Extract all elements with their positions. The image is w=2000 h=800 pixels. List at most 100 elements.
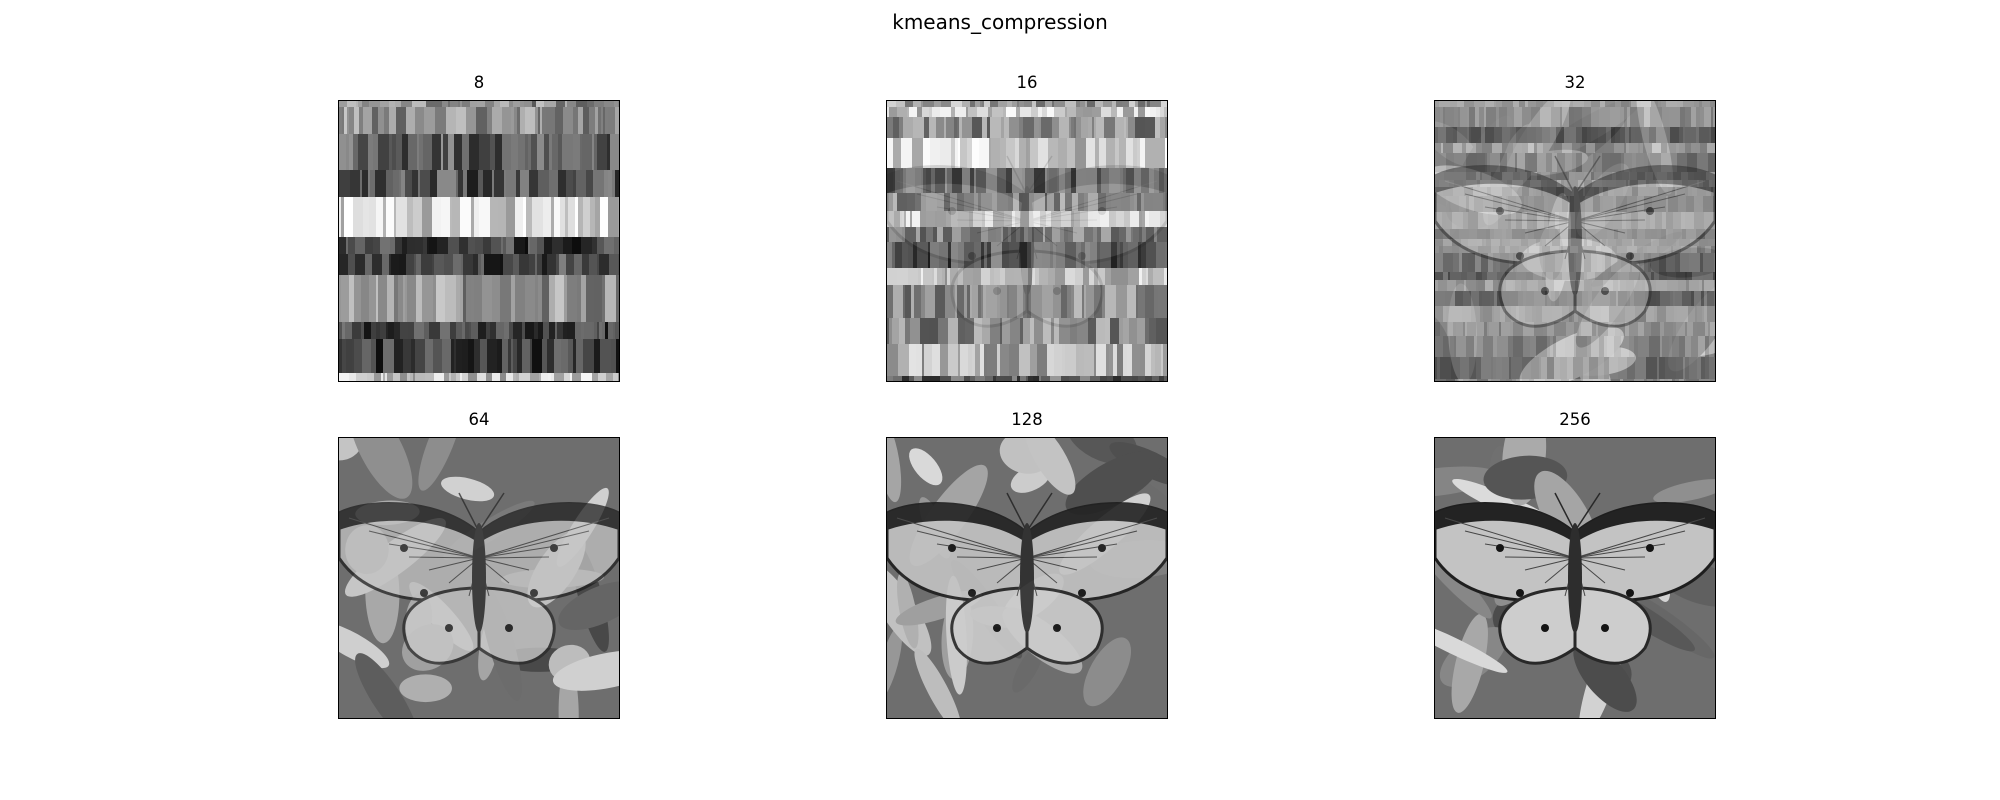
right-wing-edge — [1027, 503, 1167, 543]
leaf — [914, 648, 962, 718]
wing-spot — [1541, 287, 1549, 295]
wing-vein — [478, 557, 530, 571]
wing-vein — [1026, 220, 1078, 234]
leaf — [1636, 101, 1674, 195]
wing-vein — [1574, 193, 1686, 222]
butterfly-body — [1568, 523, 1582, 633]
wing-vein — [478, 517, 610, 559]
wing-vein — [1574, 219, 1646, 222]
wing-spot — [993, 624, 1001, 632]
compressed-image — [1434, 437, 1716, 719]
wing-spot — [505, 624, 513, 632]
wing-vein — [1444, 517, 1576, 559]
wing-vein — [408, 556, 480, 559]
compressed-image — [886, 437, 1168, 719]
butterfly-body — [1020, 186, 1034, 296]
left-wing-edge — [1435, 166, 1575, 206]
leaf — [1435, 312, 1459, 381]
wing-spot — [1646, 207, 1654, 215]
wing-vein — [1504, 219, 1576, 222]
left-hindwing — [950, 249, 1029, 328]
right-hindwing — [1025, 586, 1104, 665]
wing-vein — [1464, 193, 1576, 222]
panel-title: 128 — [1011, 410, 1043, 429]
leaf — [1539, 225, 1564, 280]
panel-8: 8 — [338, 73, 620, 382]
wing-vein — [1026, 193, 1138, 222]
wing-vein — [1574, 206, 1666, 222]
leaf — [1650, 247, 1715, 278]
wing-vein — [1574, 220, 1626, 234]
right-hindwing — [477, 586, 556, 665]
butterfly-body — [472, 523, 486, 633]
wing-spot — [420, 589, 428, 597]
leaf — [339, 438, 364, 461]
panel-32: 32 — [1434, 73, 1716, 382]
butterfly — [1435, 492, 1715, 665]
leaf — [1576, 163, 1631, 238]
wing-spot — [1496, 544, 1504, 552]
wing-spot — [1496, 207, 1504, 215]
panel-title: 16 — [1016, 73, 1038, 92]
left-wing-edge — [339, 503, 479, 543]
wing-vein — [1026, 220, 1058, 247]
wing-spot — [1516, 589, 1524, 597]
antenna — [1006, 155, 1026, 192]
leaf — [558, 581, 619, 630]
right-forewing — [1573, 164, 1715, 266]
leaf — [1083, 637, 1132, 707]
wing-spot — [445, 624, 453, 632]
leaf — [1692, 112, 1715, 210]
wing-vein — [956, 556, 1028, 559]
wing-vein — [478, 530, 590, 559]
wing-vein — [1026, 206, 1118, 222]
wing-spot — [1098, 207, 1106, 215]
wing-vein — [1444, 180, 1576, 222]
antenna — [480, 492, 505, 529]
leaf — [355, 653, 419, 718]
wing-vein — [1026, 180, 1158, 222]
wing-vein — [1026, 220, 1038, 260]
wing-vein — [956, 219, 1028, 222]
leaf — [552, 650, 619, 691]
leaf — [399, 674, 452, 703]
leaf — [1451, 613, 1488, 713]
compressed-image — [338, 100, 620, 382]
wing-vein — [1564, 220, 1576, 260]
wing-spot — [1601, 624, 1609, 632]
leaf — [887, 626, 903, 700]
wing-vein — [1026, 517, 1158, 559]
wing-spot — [968, 252, 976, 260]
left-forewing — [1435, 164, 1577, 266]
wing-spot — [968, 589, 976, 597]
wing-vein — [976, 557, 1028, 571]
wing-spot — [400, 544, 408, 552]
left-hindwing — [950, 586, 1029, 665]
butterfly — [887, 155, 1167, 328]
wing-vein — [1026, 530, 1138, 559]
wing-vein — [916, 530, 1028, 559]
leaf — [1668, 280, 1715, 372]
right-wing-edge — [1027, 166, 1167, 206]
leaf — [909, 448, 943, 486]
wing-vein — [1544, 220, 1576, 247]
wing-spot — [550, 544, 558, 552]
leaf — [887, 438, 902, 503]
right-hindwing — [1573, 249, 1652, 328]
antenna — [1576, 492, 1601, 529]
left-wing-edge — [1435, 503, 1575, 543]
panel-128: 128 — [886, 410, 1168, 719]
wing-vein — [976, 220, 1028, 234]
butterfly — [887, 492, 1167, 665]
wing-vein — [996, 220, 1028, 247]
leaf — [1519, 326, 1624, 381]
left-wing-edge — [887, 166, 1027, 206]
wing-vein — [1574, 220, 1586, 260]
wing-vein — [1484, 206, 1576, 222]
wing-vein — [1524, 557, 1576, 571]
left-wing-edge — [887, 503, 1027, 543]
panel-256: 256 — [1434, 410, 1716, 719]
right-wing-edge — [479, 503, 619, 543]
wing-vein — [1574, 220, 1606, 247]
wing-vein — [1574, 517, 1706, 559]
